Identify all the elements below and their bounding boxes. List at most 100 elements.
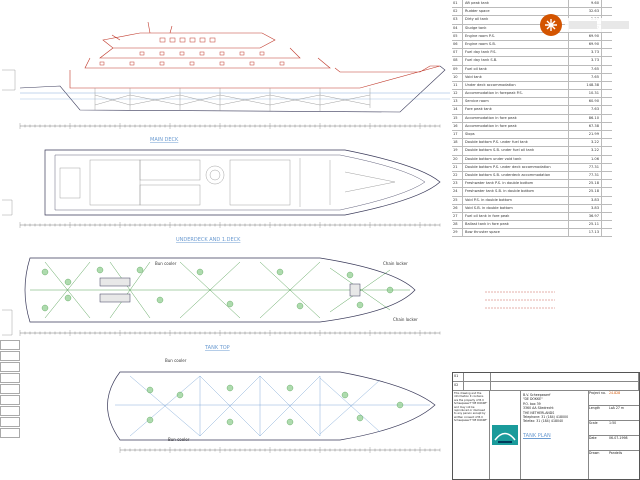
compartment-extra bbox=[601, 221, 612, 229]
company-name-2: "DE DOKKE" bbox=[523, 397, 543, 402]
compartment-extra bbox=[601, 57, 612, 65]
tank-marker bbox=[356, 301, 364, 309]
scale-value: 1:50 bbox=[609, 421, 617, 425]
compartment-volume: 3.22 bbox=[568, 147, 601, 155]
compartment-number: 23 bbox=[452, 180, 463, 188]
deck-plan-label: UNDERDECK AND 1.DECK bbox=[176, 237, 241, 243]
compartment-volume: 77.31 bbox=[568, 171, 601, 180]
profile-view: MAIN DECK bbox=[19, 21, 450, 143]
compartment-number: 07 bbox=[452, 49, 463, 57]
section-sketches bbox=[2, 69, 16, 336]
date-value: 06-07-1998 bbox=[609, 436, 628, 440]
date-label: Date bbox=[589, 436, 597, 440]
compartment-volume: 3.22 bbox=[568, 139, 601, 147]
project-label: Project no. bbox=[589, 391, 606, 395]
compartment-name: Ballast tank in fore peak bbox=[465, 222, 509, 227]
compartment-extra bbox=[601, 40, 612, 49]
tank-marker bbox=[176, 391, 184, 399]
compartment-number: 09 bbox=[452, 65, 463, 73]
compartment-number: 25 bbox=[452, 196, 463, 204]
compartment-number: 02 bbox=[452, 8, 463, 16]
compartment-name: Freshwater tank S.B. in double bottom bbox=[465, 189, 535, 194]
bun-cooler-label-2: Bun cooler bbox=[168, 437, 190, 442]
compartment-name: Engine room P.S. bbox=[465, 33, 496, 38]
tank-top-label: TANK TOP bbox=[204, 345, 230, 351]
compartment-number: 29 bbox=[452, 229, 463, 237]
compartment-volume: 86.10 bbox=[568, 114, 601, 122]
compartment-volume: 25.11 bbox=[568, 221, 601, 229]
tank-marker bbox=[386, 286, 394, 294]
compartment-name: Accommodation in fore peak bbox=[465, 123, 517, 128]
chain-locker-label-2: Chain locker bbox=[393, 317, 418, 322]
tank-marker bbox=[286, 418, 294, 426]
tank-markers bbox=[146, 384, 404, 426]
compartment-extra bbox=[601, 73, 612, 81]
tank-marker bbox=[226, 418, 234, 426]
compartment-volume: 32.63 bbox=[568, 8, 601, 16]
compartment-volume: 3.83 bbox=[568, 204, 601, 212]
compartment-number: 01 bbox=[452, 0, 463, 8]
compartment-number: 08 bbox=[452, 57, 463, 65]
bun-cooler-label-3: Bun cooler bbox=[165, 358, 187, 363]
tank-marker bbox=[296, 302, 304, 310]
compartment-volume: 17.13 bbox=[568, 229, 601, 237]
compartment-volume: 77.31 bbox=[568, 163, 601, 171]
compartment-number: 11 bbox=[452, 81, 463, 90]
compartment-number: 20 bbox=[452, 155, 463, 163]
compartment-volume: 148.38 bbox=[568, 81, 601, 90]
compartment-volume: 7.63 bbox=[568, 106, 601, 114]
compartment-name: Fuel oil tank bbox=[465, 66, 487, 71]
compartment-number: 14 bbox=[452, 106, 463, 114]
compartment-number: 04 bbox=[452, 24, 463, 32]
tank-marker bbox=[41, 268, 49, 276]
compartment-extra bbox=[601, 212, 612, 221]
compartment-name: Double bottom S.B. under fuel oil tank bbox=[465, 148, 535, 153]
tank-marker bbox=[146, 416, 154, 424]
copyright-notice: This drawing and the information it cont… bbox=[453, 391, 490, 479]
compartment-number: 05 bbox=[452, 32, 463, 40]
compartment-volume: 25.18 bbox=[568, 180, 601, 188]
compartment-extra bbox=[601, 131, 612, 139]
compartment-extra bbox=[601, 65, 612, 73]
company-logo bbox=[540, 14, 633, 36]
deck-plan-view: UNDERDECK AND 1.DECK bbox=[19, 149, 441, 243]
compartment-name: Freshwater tank P.S. in double bottom bbox=[465, 181, 534, 186]
chain-locker-label-1: Chain locker bbox=[383, 261, 408, 266]
compartment-volume: 3.73 bbox=[568, 49, 601, 57]
tank-marker bbox=[226, 300, 234, 308]
compartment-name: Slops bbox=[465, 132, 475, 136]
tank-marker bbox=[156, 296, 164, 304]
compartment-extra bbox=[601, 155, 612, 163]
compartment-volume: 69.90 bbox=[568, 32, 601, 40]
project-number: 24.828 bbox=[609, 391, 621, 395]
length-value: LoA 27 m bbox=[609, 406, 625, 410]
compartment-number: 16 bbox=[452, 122, 463, 130]
compartment-name: Engine room S.B. bbox=[465, 41, 496, 46]
compartment-volume: 21.99 bbox=[568, 131, 601, 139]
frame-ruler bbox=[19, 330, 441, 336]
tank-marker bbox=[226, 384, 234, 392]
compartment-extra bbox=[601, 180, 612, 188]
company-name: B.V. Scheepswerf bbox=[523, 393, 551, 397]
profile-view-label: MAIN DECK bbox=[150, 137, 179, 143]
compartment-volume: 10.31 bbox=[568, 90, 601, 98]
tank-top-view: Chain locker Chain locker Bun cooler TAN… bbox=[19, 257, 441, 351]
compartment-number: 22 bbox=[452, 171, 463, 180]
